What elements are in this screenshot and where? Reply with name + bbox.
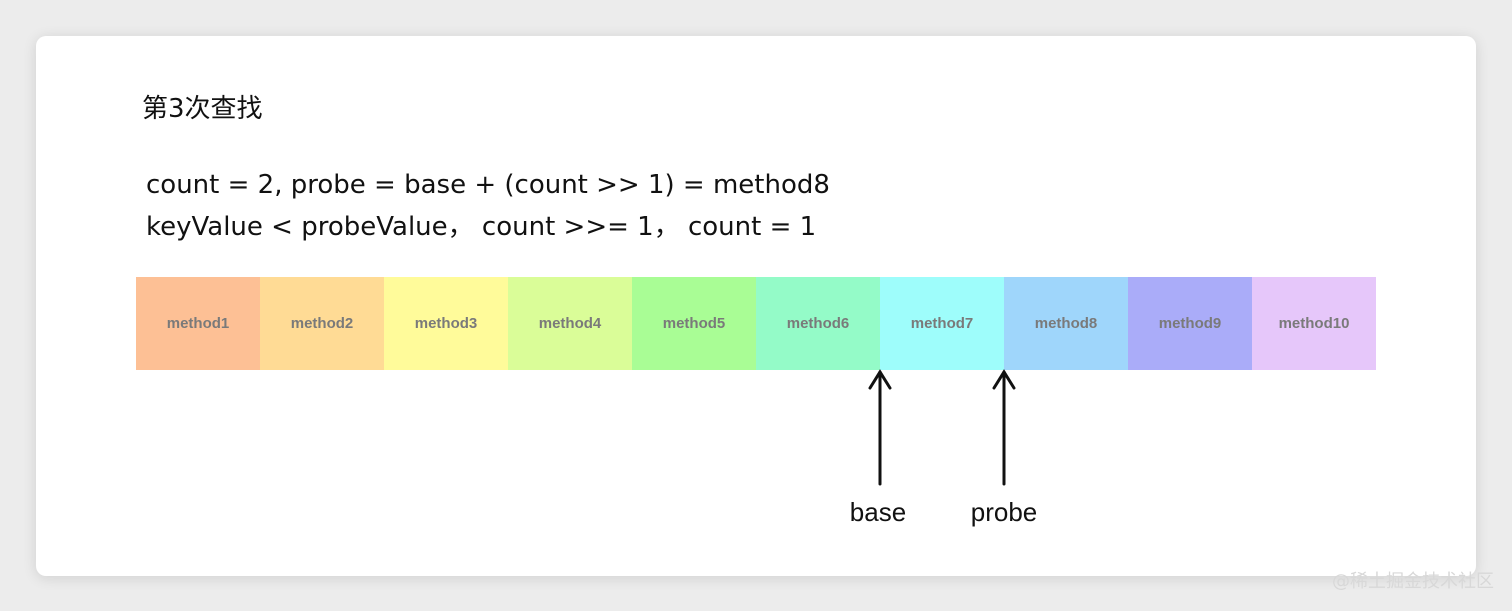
base-pointer-label: base xyxy=(849,497,907,527)
diagram-title: 第3次查找 xyxy=(142,94,263,124)
watermark: @稀土掘金技术社区 xyxy=(1332,571,1494,592)
array-cell-method3: method3 xyxy=(384,277,508,370)
array-cell-method7: method7 xyxy=(880,277,1004,370)
array-cell-method10: method10 xyxy=(1252,277,1376,370)
array-cell-method4: method4 xyxy=(508,277,632,370)
base-arrow-icon xyxy=(868,369,892,486)
array-cell-method5: method5 xyxy=(632,277,756,370)
probe-arrow-icon xyxy=(992,369,1016,486)
diagram-canvas: 第3次查找 count = 2, probe = base + (count >… xyxy=(36,36,1476,576)
array-cell-method1: method1 xyxy=(136,277,260,370)
description-line-2: keyValue < probeValue， count >>= 1， coun… xyxy=(146,212,817,242)
probe-pointer-label: probe xyxy=(970,497,1038,527)
method-array: method1 method2 method3 method4 method5 … xyxy=(136,277,1376,370)
pointer-arrows xyxy=(868,369,1016,486)
description-line-1: count = 2, probe = base + (count >> 1) =… xyxy=(146,170,830,200)
array-cell-method9: method9 xyxy=(1128,277,1252,370)
array-cell-method2: method2 xyxy=(260,277,384,370)
array-cell-method6: method6 xyxy=(756,277,880,370)
array-cell-method8: method8 xyxy=(1004,277,1128,370)
